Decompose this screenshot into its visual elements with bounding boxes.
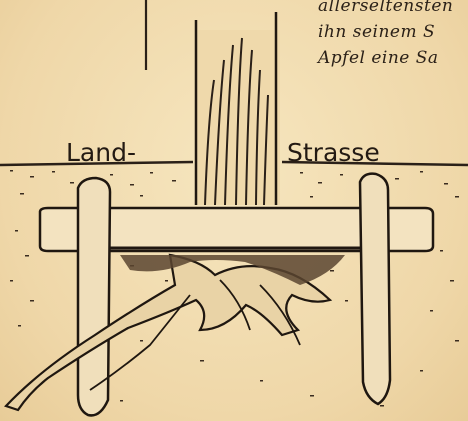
label-land: Land- (66, 140, 136, 165)
text-line-3: Apfel eine Sa (318, 50, 439, 67)
text-line-1: allerseltensten (318, 0, 453, 15)
text-line-2: ihn seinem S (318, 24, 435, 41)
label-strasse: Strasse (287, 140, 380, 165)
